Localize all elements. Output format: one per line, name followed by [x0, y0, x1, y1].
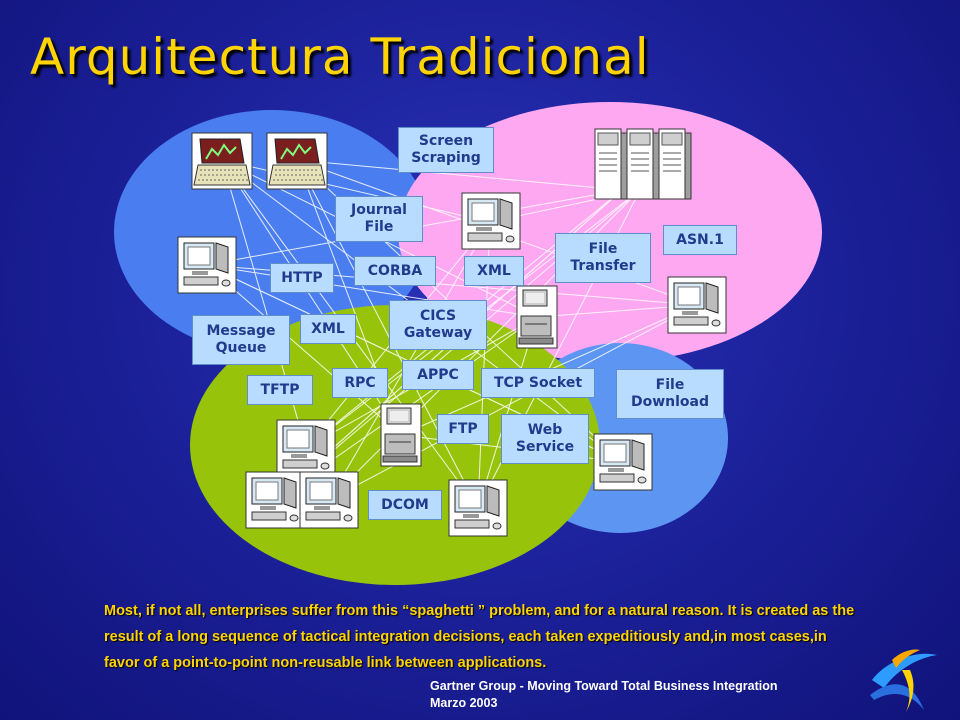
label-corba: CORBA	[354, 256, 436, 286]
label-dcom: DCOM	[368, 490, 442, 520]
label-message-queue: Message Queue	[192, 315, 290, 365]
monitor-icon	[448, 479, 508, 537]
link-line	[477, 316, 538, 509]
label-journal-file: Journal File	[335, 196, 423, 242]
server-tower-icon	[626, 128, 660, 200]
label-file-download: File Download	[616, 369, 724, 419]
desktop-pc-icon	[380, 403, 422, 467]
desktop-pc-icon	[516, 285, 558, 349]
link-line	[296, 159, 479, 509]
label-file-transfer: File Transfer	[555, 233, 651, 283]
monitor-icon	[245, 471, 305, 529]
laptop-icon	[266, 132, 328, 190]
monitor-icon	[461, 192, 521, 250]
link-line	[296, 159, 623, 191]
label-tcp-socket: TCP Socket	[481, 368, 595, 398]
link-line	[205, 264, 402, 436]
monitor-icon	[667, 276, 727, 334]
label-ftp: FTP	[437, 414, 489, 444]
slide-caption: Most, if not all, enterprises suffer fro…	[104, 603, 855, 671]
label-asn1: ASN.1	[663, 225, 737, 255]
company-logo-icon	[870, 649, 937, 712]
monitor-icon	[276, 419, 336, 477]
label-cics-gateway: CICS Gateway	[389, 300, 487, 350]
slide-title: Arquitectura Tradicional	[30, 28, 650, 86]
label-tftp: TFTP	[247, 375, 313, 405]
label-appc: APPC	[402, 360, 474, 390]
link-line	[328, 304, 698, 501]
label-screen-scraping: Screen Scraping	[398, 127, 494, 173]
source-line-1: Gartner Group - Moving Toward Total Busi…	[430, 679, 778, 693]
label-rpc: RPC	[332, 368, 388, 398]
source-line-2: Marzo 2003	[430, 696, 498, 710]
monitor-icon	[177, 236, 237, 294]
source-citation: Gartner Group - Moving Toward Total Busi…	[430, 678, 777, 712]
label-xml-left: XML	[300, 314, 356, 344]
monitor-icon	[299, 471, 359, 529]
monitor-icon	[593, 433, 653, 491]
label-http: HTTP	[270, 263, 334, 293]
label-xml-top: XML	[464, 256, 524, 286]
server-tower-icon	[594, 128, 628, 200]
label-web-service: Web Service	[501, 414, 589, 464]
laptop-icon	[191, 132, 253, 190]
server-tower-icon	[658, 128, 692, 200]
